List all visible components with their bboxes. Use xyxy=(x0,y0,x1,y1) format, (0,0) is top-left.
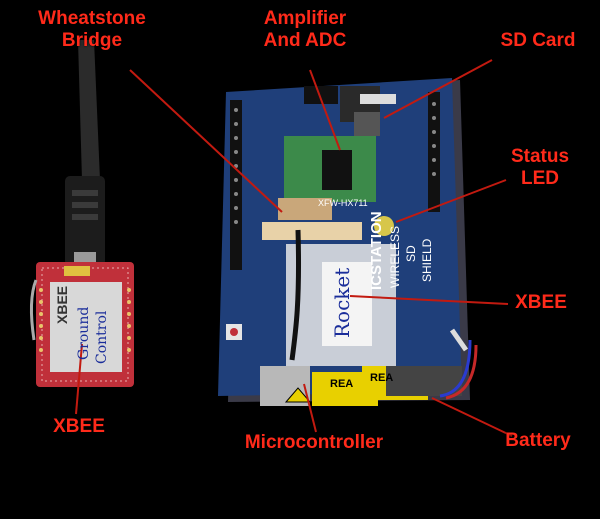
control-handwritten: Control xyxy=(94,310,110,364)
amplifier-adc-label-line1: Amplifier xyxy=(263,8,347,29)
shield-pin-holes xyxy=(234,102,436,224)
left-xbee-device xyxy=(29,40,134,387)
battery-sticker-text: REA xyxy=(330,378,354,390)
amplifier-adc-label-line2: And ADC xyxy=(263,30,347,51)
wheatstone-bridge-label-line1: Wheatstone xyxy=(38,8,146,29)
hx711-text: XFW-HX711 xyxy=(318,198,368,208)
ground-handwritten: Ground xyxy=(76,306,92,360)
amplifier-adc-label: Amplifier And ADC xyxy=(250,8,360,52)
rocket-handwritten: Rocket xyxy=(330,267,354,338)
shield-sd-text: SD xyxy=(404,245,418,262)
wheatstone-bridge-label: Wheatstone Bridge xyxy=(22,8,162,52)
leader-lines xyxy=(75,59,513,437)
xbee-left-label: XBEE xyxy=(53,416,105,437)
microcontroller-label: Microcontroller xyxy=(244,432,384,453)
battery-sticker-text-2: REA xyxy=(370,372,394,384)
shield-shield-text: SHIELD xyxy=(420,238,434,282)
shield-brand-text: ICSTATION xyxy=(368,211,385,290)
battery-label: Battery xyxy=(505,430,571,451)
xbee-chip-left-text: XBEE xyxy=(54,285,70,324)
status-led-label: Status LED xyxy=(500,146,580,190)
status-led-label-line2: LED xyxy=(521,168,559,189)
wheatstone-bridge-label-line2: Bridge xyxy=(61,30,123,51)
left-board-pins xyxy=(39,288,131,352)
shield-assembly xyxy=(218,78,478,406)
xbee-right-label: XBEE xyxy=(515,292,567,313)
status-led-label-line1: Status xyxy=(510,146,570,167)
shield-wireless-text: WIRELESS xyxy=(388,225,402,288)
sd-card-label: SD Card xyxy=(500,30,576,51)
